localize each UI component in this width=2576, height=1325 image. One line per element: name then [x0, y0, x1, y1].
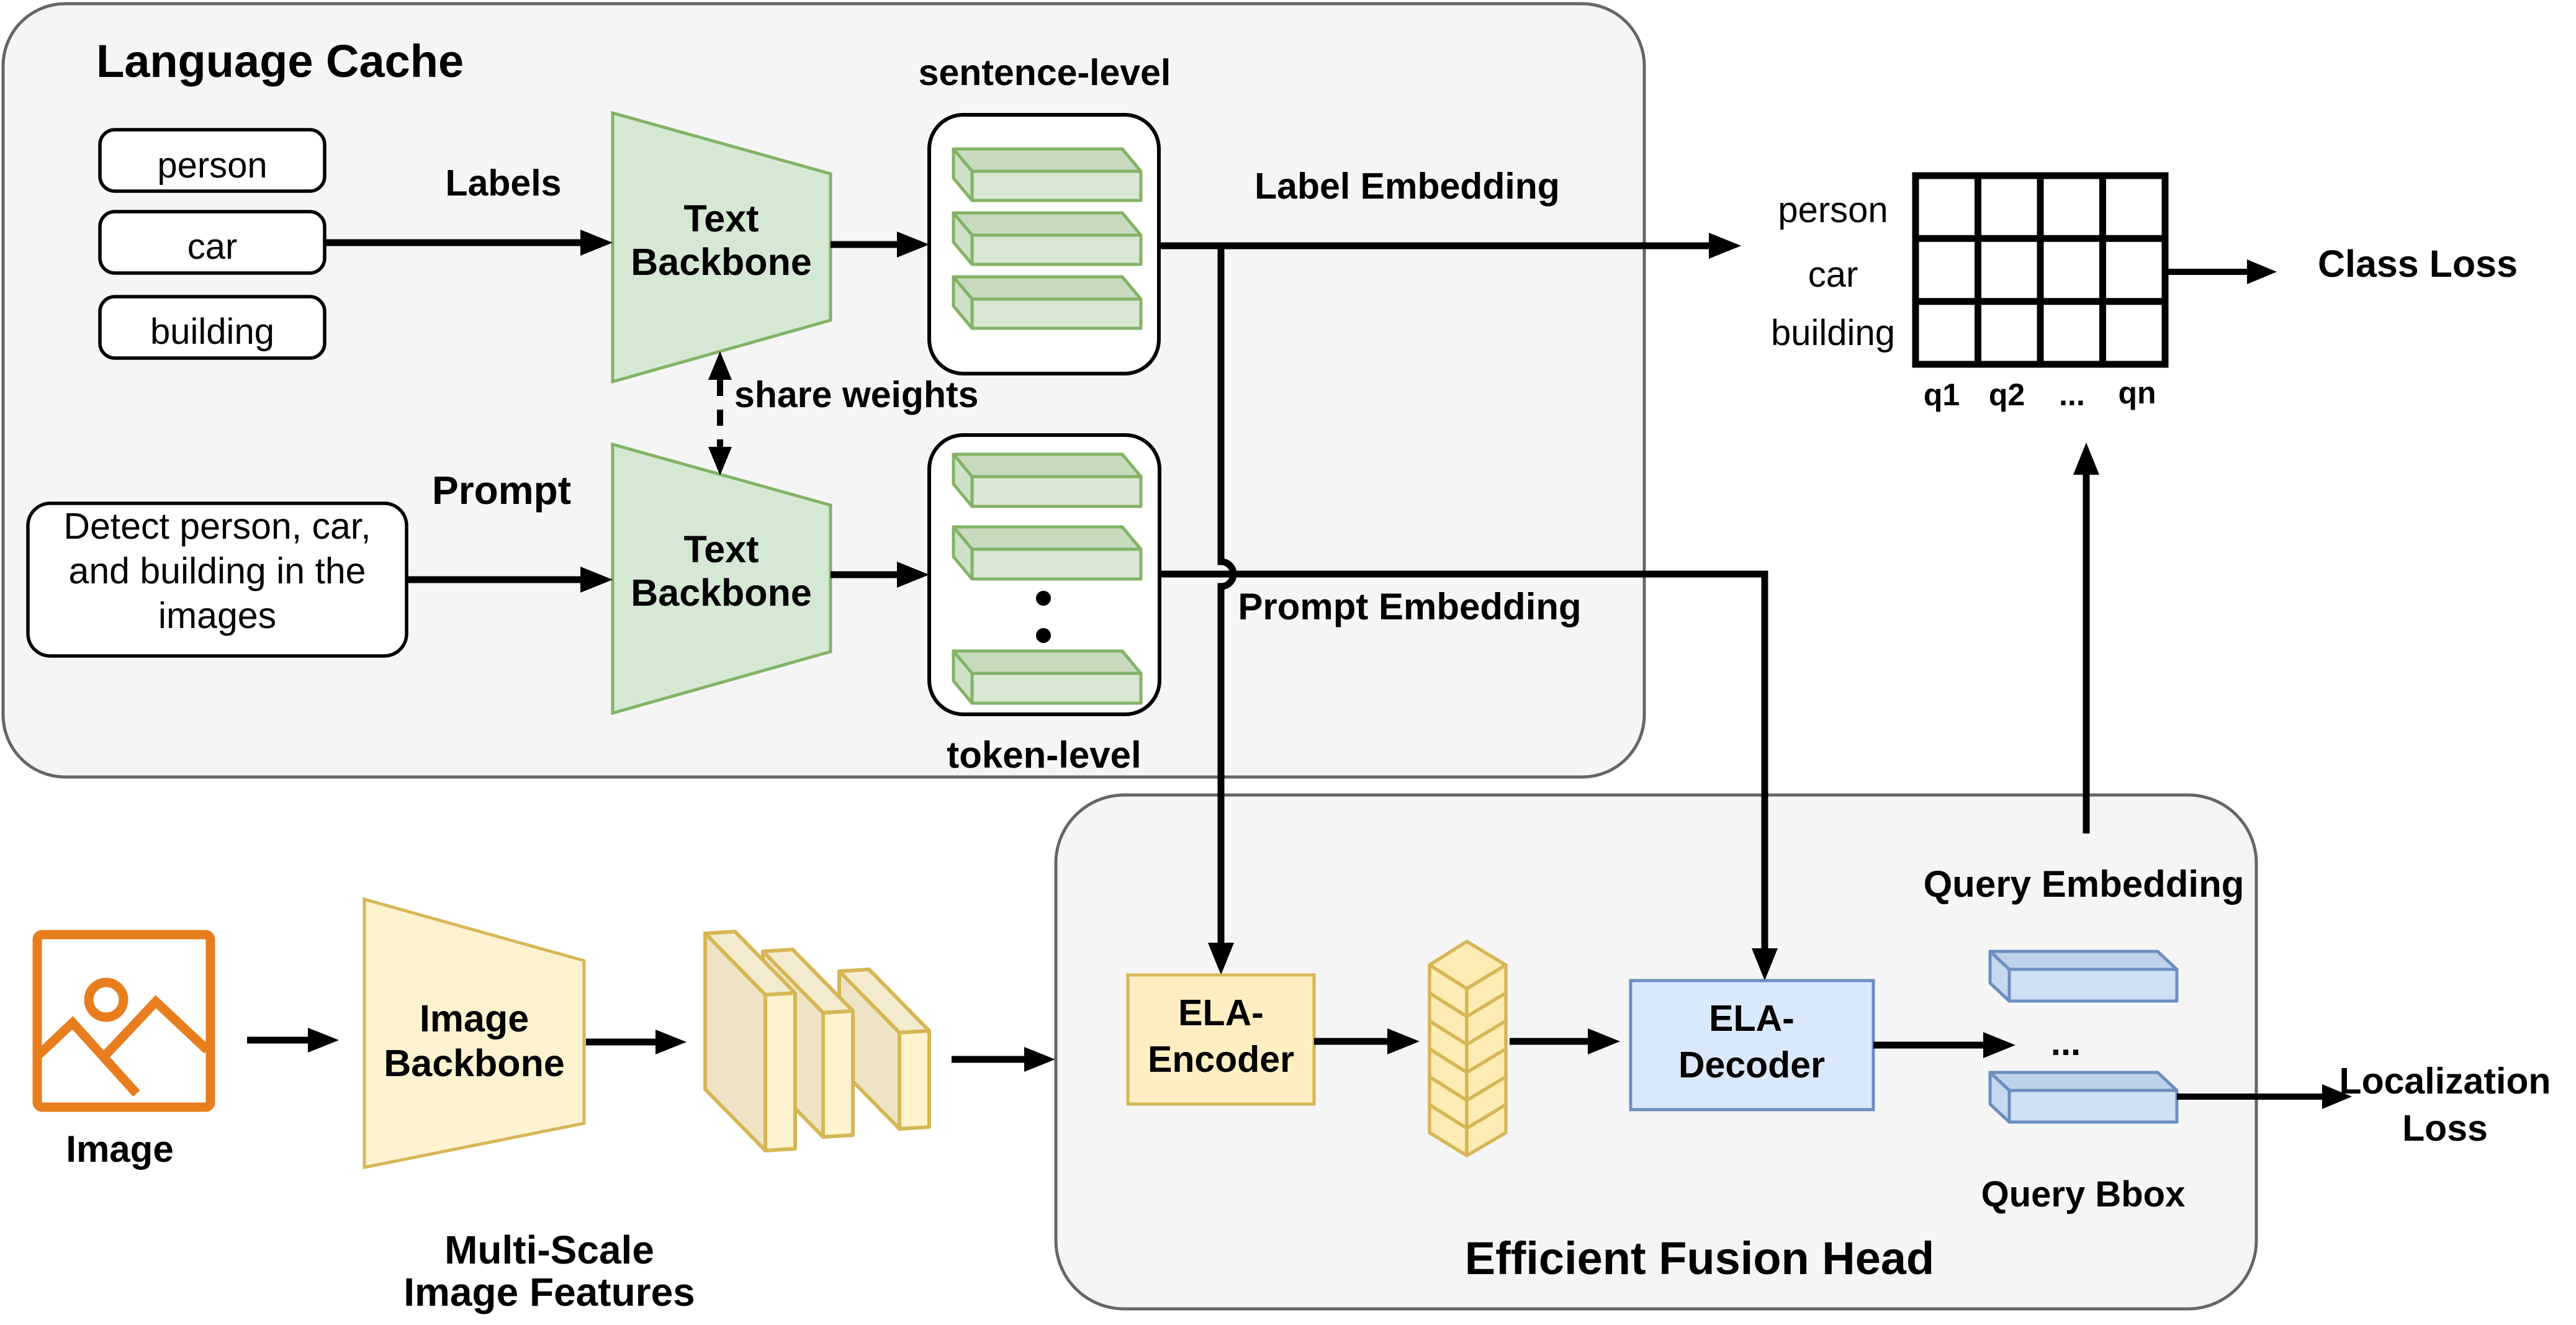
svg-text:q1: q1 — [1924, 377, 1960, 412]
svg-text:sentence-level: sentence-level — [919, 52, 1171, 93]
svg-text:Image Features: Image Features — [403, 1270, 695, 1314]
svg-text:ELA-: ELA- — [1709, 998, 1795, 1039]
svg-text:Label Embedding: Label Embedding — [1254, 166, 1560, 207]
svg-text:Backbone: Backbone — [631, 572, 812, 614]
svg-text:Text: Text — [684, 197, 759, 240]
svg-text:person: person — [157, 145, 267, 186]
svg-text:car: car — [187, 227, 238, 267]
svg-text:Text: Text — [684, 528, 759, 570]
svg-text:...: ... — [2059, 377, 2085, 412]
svg-text:Backbone: Backbone — [631, 241, 812, 283]
svg-text:Backbone: Backbone — [384, 1042, 565, 1084]
svg-text:Query Embedding: Query Embedding — [1924, 863, 2245, 905]
svg-text:Prompt Embedding: Prompt Embedding — [1238, 586, 1581, 627]
svg-text:Class Loss: Class Loss — [2318, 243, 2518, 285]
svg-text:ELA-: ELA- — [1178, 992, 1264, 1033]
svg-text:q2: q2 — [1989, 377, 2025, 412]
svg-text:Efficient Fusion Head: Efficient Fusion Head — [1465, 1233, 1935, 1284]
svg-text:building: building — [150, 312, 274, 352]
svg-text:car: car — [1808, 254, 1858, 295]
svg-text:share weights: share weights — [734, 374, 978, 415]
svg-text:person: person — [1778, 190, 1888, 230]
svg-text:and building in the: and building in the — [69, 550, 366, 591]
svg-text:building: building — [1771, 313, 1895, 353]
svg-text:images: images — [158, 595, 276, 636]
svg-text:Language Cache: Language Cache — [96, 35, 464, 87]
svg-text:Decoder: Decoder — [1678, 1044, 1825, 1085]
svg-text:token-level: token-level — [947, 734, 1141, 776]
svg-text:Multi-Scale: Multi-Scale — [444, 1228, 654, 1272]
svg-text:...: ... — [2051, 1023, 2081, 1063]
svg-text:Labels: Labels — [446, 163, 562, 204]
svg-text:Prompt: Prompt — [432, 468, 571, 513]
svg-text:Localization: Localization — [2340, 1061, 2551, 1102]
svg-text:Encoder: Encoder — [1148, 1039, 1294, 1080]
svg-text:qn: qn — [2118, 375, 2156, 410]
svg-text:Detect person, car,: Detect person, car, — [63, 506, 371, 547]
svg-text:Loss: Loss — [2402, 1108, 2488, 1149]
svg-text:Image: Image — [66, 1128, 173, 1170]
svg-text:Query Bbox: Query Bbox — [1981, 1174, 2186, 1215]
svg-text:Image: Image — [420, 997, 529, 1040]
